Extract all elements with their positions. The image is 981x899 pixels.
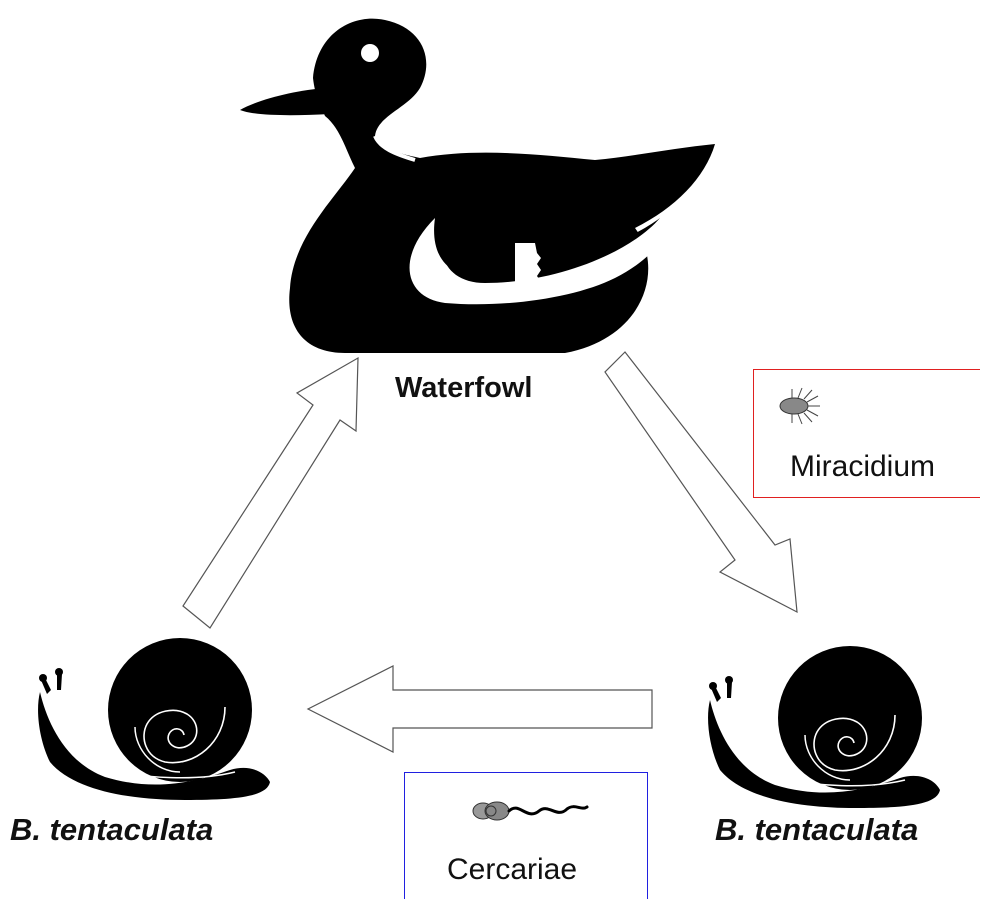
miracidium-icon	[772, 386, 832, 426]
arrow-snail-to-waterfowl	[183, 358, 358, 628]
cercariae-box: Cercariae	[404, 772, 648, 899]
miracidium-box: Miracidium	[753, 369, 980, 498]
right-snail-label: B. tentaculata	[715, 812, 918, 848]
cercariae-label: Cercariae	[447, 853, 577, 887]
arrow-snail-to-snail	[308, 666, 652, 752]
miracidium-label: Miracidium	[790, 450, 935, 484]
snail-icon-right	[705, 640, 945, 810]
left-snail-label: B. tentaculata	[10, 812, 213, 848]
snail-icon	[35, 632, 275, 802]
cercaria-icon	[467, 793, 597, 829]
